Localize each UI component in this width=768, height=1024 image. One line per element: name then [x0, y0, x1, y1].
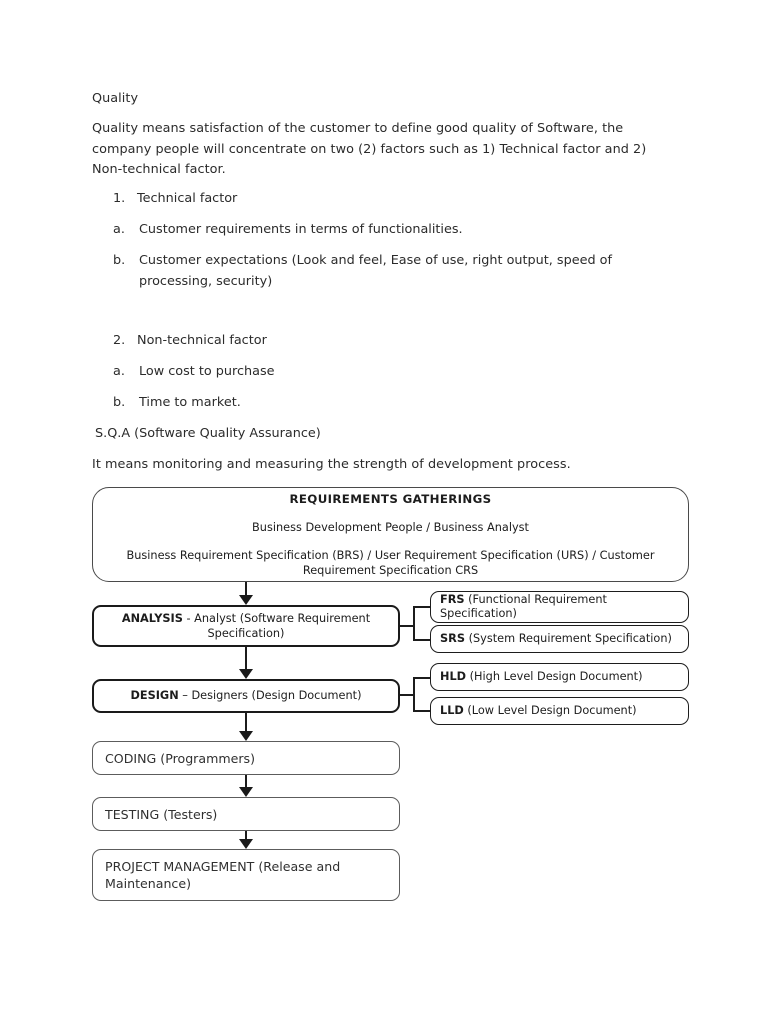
list-item-label: Non-technical factor — [137, 333, 267, 348]
list-item: b. Customer expectations (Look and feel,… — [113, 251, 673, 292]
list-item-label: Low cost to purchase — [139, 364, 275, 379]
node-requirements-gatherings: REQUIREMENTS GATHERINGS Business Develop… — [92, 487, 689, 582]
connector-line — [245, 582, 247, 596]
node-coding: CODING (Programmers) — [92, 741, 400, 775]
arrow-icon — [239, 669, 253, 679]
connector-line — [400, 694, 414, 696]
design-label: DESIGN — [130, 689, 179, 703]
list-marker: a. — [113, 222, 125, 237]
list-marker: b. — [113, 253, 126, 268]
lld-abbr: LLD — [440, 703, 464, 717]
connector-line — [413, 677, 431, 679]
design-detail: – Designers (Design Document) — [178, 689, 362, 703]
requirements-gatherings-title: REQUIREMENTS GATHERINGS — [289, 491, 492, 506]
list-item-label: Customer requirements in terms of functi… — [139, 222, 463, 237]
srs-expansion: (System Requirement Specification) — [464, 631, 672, 645]
arrow-icon — [239, 595, 253, 605]
list-item-label: Time to market. — [139, 395, 241, 410]
list-item-label: Technical factor — [137, 191, 238, 206]
node-frs: FRS (Functional Requirement Specificatio… — [430, 591, 689, 623]
srs-abbr: SRS — [440, 631, 465, 645]
list-item: a. Customer requirements in terms of fun… — [113, 220, 673, 241]
arrow-icon — [239, 787, 253, 797]
node-project-management: PROJECT MANAGEMENT (Release and Maintena… — [92, 849, 400, 901]
analysis-detail: - Analyst (Software Requirement Specific… — [182, 611, 371, 641]
connector-line — [245, 831, 247, 841]
connector-line — [413, 677, 415, 711]
hld-expansion: (High Level Design Document) — [466, 669, 643, 683]
connector-line — [400, 625, 414, 627]
intro-paragraph: Quality means satisfaction of the custom… — [92, 121, 647, 177]
node-hld: HLD (High Level Design Document) — [430, 663, 689, 691]
sqa-heading: S.Q.A (Software Quality Assurance) — [95, 426, 321, 441]
list-item: 1. Technical factor — [113, 189, 673, 210]
list-item: a. Low cost to purchase — [113, 362, 673, 383]
analysis-label: ANALYSIS — [121, 611, 183, 625]
connector-line — [245, 775, 247, 788]
node-testing: TESTING (Testers) — [92, 797, 400, 831]
hld-abbr: HLD — [440, 669, 467, 683]
arrow-icon — [239, 839, 253, 849]
list-marker: 2. — [113, 333, 126, 348]
list-item: 2. Non-technical factor — [113, 331, 673, 352]
node-srs: SRS (System Requirement Specification) — [430, 625, 689, 653]
page-heading: Quality — [92, 91, 139, 106]
connector-line — [245, 647, 247, 670]
requirements-gatherings-docs: Business Requirement Specification (BRS)… — [126, 548, 655, 577]
node-lld: LLD (Low Level Design Document) — [430, 697, 689, 725]
node-design: DESIGN – Designers (Design Document) — [92, 679, 400, 713]
node-analysis: ANALYSIS - Analyst (Software Requirement… — [92, 605, 400, 647]
list-item-label: Customer expectations (Look and feel, Ea… — [139, 253, 612, 289]
frs-expansion: (Functional Requirement Specification) — [440, 592, 607, 621]
connector-line — [413, 710, 431, 712]
lld-expansion: (Low Level Design Document) — [463, 703, 637, 717]
list-marker: 1. — [113, 191, 126, 206]
arrow-icon — [239, 731, 253, 741]
list-marker: a. — [113, 364, 125, 379]
frs-abbr: FRS — [440, 592, 465, 606]
connector-line — [413, 639, 431, 641]
connector-line — [413, 606, 415, 640]
requirements-gatherings-roles: Business Development People / Business A… — [252, 521, 529, 534]
list-marker: b. — [113, 395, 126, 410]
list-item: b. Time to market. — [113, 393, 673, 414]
connector-line — [245, 713, 247, 732]
connector-line — [413, 606, 431, 608]
sqa-paragraph: It means monitoring and measuring the st… — [92, 457, 571, 472]
